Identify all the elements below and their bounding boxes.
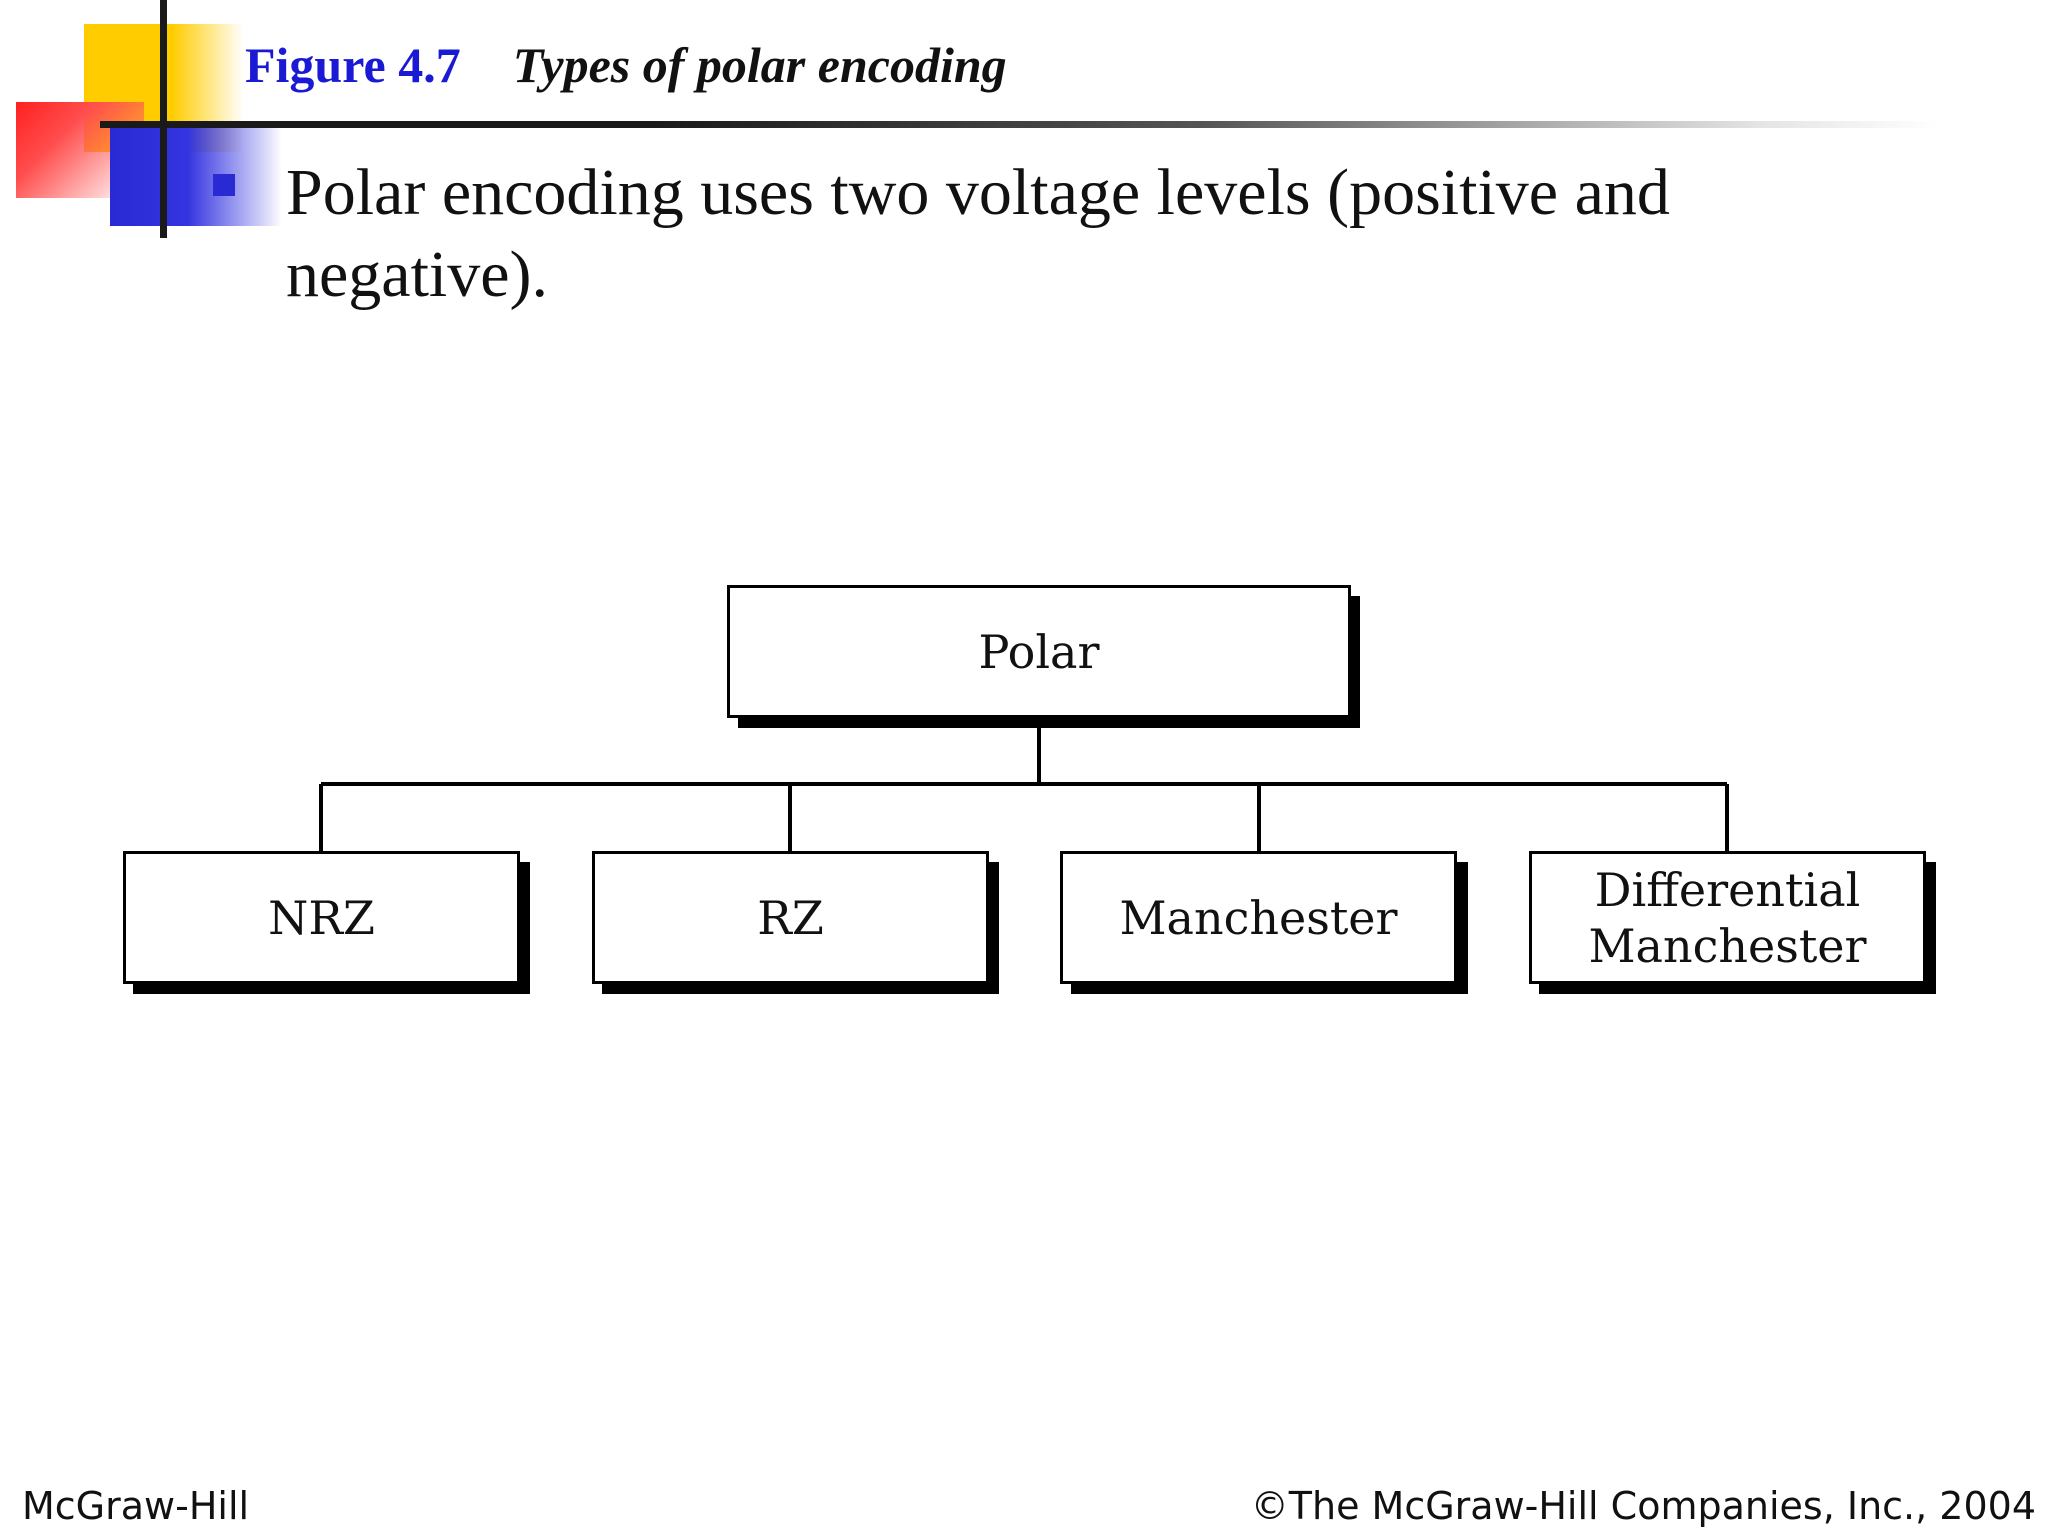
node-differential-label-line1: Differential (1594, 862, 1861, 917)
slide-title: Figure 4.7 Types of polar encoding (245, 36, 1007, 94)
node-differential-label-line2: Manchester (1588, 918, 1867, 973)
node-manchester-label: Manchester (1119, 890, 1398, 945)
node-differential-manchester: Differential Manchester (1529, 851, 1926, 984)
node-rz-label: RZ (757, 890, 824, 945)
decor-blue-square (110, 124, 282, 226)
footer-publisher: McGraw-Hill (22, 1484, 250, 1528)
node-polar-label: Polar (978, 624, 1100, 679)
footer-copyright: ©The McGraw-Hill Companies, Inc., 2004 (1250, 1484, 2036, 1528)
decor-vertical-line (160, 0, 167, 238)
node-rz: RZ (592, 851, 989, 984)
title-underline (100, 121, 1940, 128)
figure-number: Figure 4.7 (245, 37, 461, 93)
node-nrz: NRZ (123, 851, 520, 984)
figure-caption: Types of polar encoding (512, 37, 1007, 93)
node-polar: Polar (727, 585, 1351, 718)
bullet-text: Polar encoding uses two voltage levels (… (286, 156, 1670, 311)
bullet-square-icon (213, 174, 235, 196)
node-nrz-label: NRZ (268, 890, 375, 945)
node-manchester: Manchester (1060, 851, 1457, 984)
